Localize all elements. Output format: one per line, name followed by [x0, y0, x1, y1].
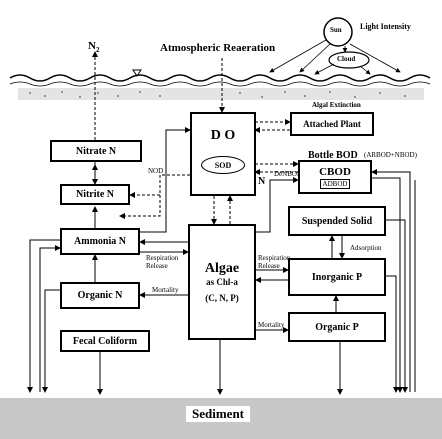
sun-label: Sun: [330, 26, 342, 34]
n-arrow-label: N: [258, 176, 266, 187]
nitrite-n-box: Nitrite N: [60, 184, 130, 205]
ammonia-n-box: Ammonia N: [60, 228, 140, 255]
mortality-left-label: Mortality: [152, 286, 179, 294]
sod-ellipse: SOD: [201, 156, 245, 174]
cloud-label: Cloud: [337, 55, 356, 63]
light-intensity-label: Light Intensity: [360, 22, 411, 31]
bottle-bod-note: (ARBOD+NBOD): [364, 151, 417, 159]
suspended-solid-box: Suspended Solid: [288, 206, 386, 236]
sediment-label: Sediment: [186, 406, 250, 422]
organic-n-box: Organic N: [60, 282, 140, 309]
inorganic-p-box: Inorganic P: [288, 258, 386, 296]
algae-box: Algae as Chl-a (C, N, P): [188, 224, 256, 340]
algal-extinction-label: Algal Extinction: [312, 101, 361, 109]
adbod-box: ADBOD: [319, 178, 351, 189]
algal-extinction-band: [18, 88, 424, 100]
denbod-label: DeNBOD: [274, 170, 302, 178]
cbod-box: CBOD ADBOD: [298, 160, 372, 194]
n2-label: N2: [88, 40, 100, 55]
cloud-icon: [328, 51, 370, 69]
mortality-right-label: Mortality: [258, 321, 285, 329]
water-surface: [9, 74, 431, 82]
fecal-coliform-box: Fecal Coliform: [60, 330, 150, 352]
water-surface-2: [9, 81, 431, 87]
nitrate-n-box: Nitrate N: [50, 140, 142, 162]
atmospheric-reaeration-label: Atmospheric Reaeration: [160, 42, 276, 54]
nod-label: NOD: [148, 167, 164, 175]
attached-plant-box: Attached Plant: [290, 112, 374, 136]
sun-icon: [323, 17, 353, 47]
adsorption-label: Adsorption: [350, 244, 382, 252]
organic-p-box: Organic P: [288, 312, 386, 342]
do-box: D O SOD: [190, 112, 256, 196]
bottle-bod-label: Bottle BOD: [308, 150, 358, 161]
